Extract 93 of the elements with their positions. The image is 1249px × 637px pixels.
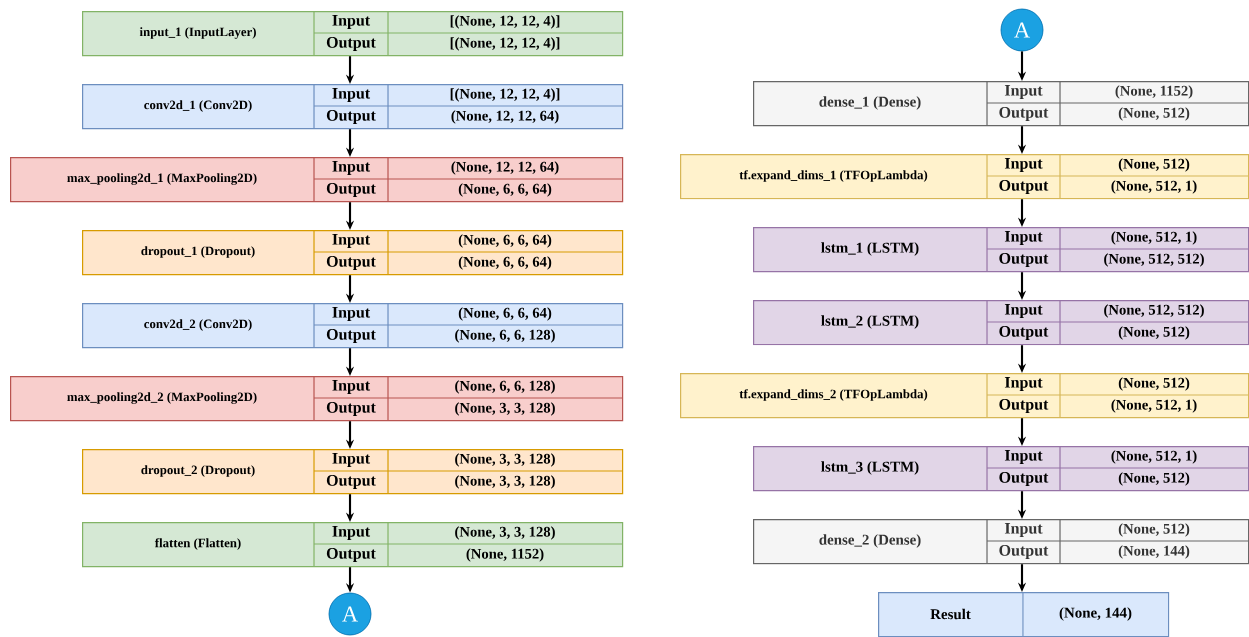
shape-value: (None, 512, 512): [1104, 253, 1204, 267]
io-label: Input: [1004, 158, 1043, 172]
result-label: Result: [930, 608, 971, 620]
io-label: Input: [332, 380, 371, 394]
layer-name: tf.expand_dims_2 (TFOpLambda): [739, 389, 928, 401]
io-label: Input: [1004, 85, 1043, 99]
layer-table: [753, 299, 1249, 346]
shape-value: (None, 3, 3, 128): [455, 526, 555, 540]
shape-value: (None, 6, 6, 64): [458, 307, 552, 321]
shape-value: [(None, 12, 12, 4)]: [450, 88, 560, 102]
shape-value: (None, 144): [1059, 607, 1132, 621]
shape-value: (None, 1152): [466, 548, 544, 562]
io-label: Input: [1004, 450, 1043, 464]
shape-value: (None, 12, 12, 64): [451, 110, 559, 124]
shape-value: (None, 6, 6, 128): [455, 329, 555, 343]
layer-table: [753, 80, 1249, 127]
io-label: Input: [1004, 231, 1043, 245]
io-label: Output: [999, 472, 1049, 486]
layer-name: input_1 (InputLayer): [139, 27, 256, 39]
io-label: Input: [332, 234, 371, 248]
shape-value: [(None, 12, 12, 4)]: [450, 37, 560, 51]
io-label: Output: [326, 475, 376, 489]
layer-table: [82, 83, 624, 130]
shape-value: (None, 512): [1118, 326, 1190, 340]
layer-name: flatten (Flatten): [154, 538, 241, 550]
io-label: Input: [332, 526, 371, 540]
io-label: Output: [999, 399, 1049, 413]
layer-name: max_pooling2d_1 (MaxPooling2D): [67, 173, 257, 185]
layer-table: [753, 445, 1249, 492]
io-label: Input: [1004, 304, 1043, 318]
shape-value: (None, 1152): [1115, 85, 1193, 99]
io-label: Input: [332, 453, 371, 467]
io-label: Output: [326, 402, 376, 416]
shape-value: (None, 6, 6, 64): [458, 183, 552, 197]
layer-table: [680, 372, 1249, 419]
shape-value: (None, 512, 1): [1111, 231, 1197, 245]
io-label: Output: [999, 107, 1049, 121]
shape-value: (None, 3, 3, 128): [455, 453, 555, 467]
layer-name: tf.expand_dims_1 (TFOpLambda): [739, 170, 928, 182]
io-label: Output: [326, 110, 376, 124]
io-label: Output: [326, 256, 376, 270]
layer-name: lstm_2 (LSTM): [821, 315, 919, 329]
io-label: Output: [326, 37, 376, 51]
layer-name: dropout_2 (Dropout): [141, 465, 255, 477]
result-table: [878, 591, 1170, 637]
io-label: Output: [326, 183, 376, 197]
shape-value: [(None, 12, 12, 4)]: [450, 15, 560, 29]
layer-table: [753, 226, 1249, 273]
layer-table: [753, 518, 1249, 565]
layer-name: dense_2 (Dense): [819, 534, 921, 548]
shape-value: (None, 512, 1): [1111, 399, 1197, 413]
io-label: Output: [999, 253, 1049, 267]
layer-name: dense_1 (Dense): [819, 96, 921, 110]
io-label: Output: [326, 548, 376, 562]
layer-name: dropout_1 (Dropout): [141, 246, 255, 258]
layer-table: [82, 448, 624, 495]
layer-table: [82, 229, 624, 276]
shape-value: (None, 3, 3, 128): [455, 402, 555, 416]
shape-value: (None, 6, 6, 128): [455, 380, 555, 394]
shape-value: (None, 512): [1118, 377, 1190, 391]
layer-table: [10, 156, 624, 203]
shape-value: (None, 512): [1118, 523, 1190, 537]
layer-name: conv2d_1 (Conv2D): [144, 100, 252, 112]
io-label: Input: [1004, 523, 1043, 537]
io-label: Output: [326, 329, 376, 343]
shape-value: (None, 512): [1118, 472, 1190, 486]
shape-value: (None, 12, 12, 64): [451, 161, 559, 175]
shape-value: (None, 512, 512): [1104, 304, 1204, 318]
shape-value: (None, 6, 6, 64): [458, 256, 552, 270]
io-label: Input: [332, 88, 371, 102]
shape-value: (None, 512): [1118, 107, 1190, 121]
shape-value: (None, 6, 6, 64): [458, 234, 552, 248]
io-label: Output: [999, 180, 1049, 194]
shape-value: (None, 512, 1): [1111, 180, 1197, 194]
layer-table: [82, 521, 624, 568]
io-label: Input: [332, 307, 371, 321]
shape-value: (None, 512, 1): [1111, 450, 1197, 464]
io-label: Input: [332, 161, 371, 175]
layer-name: conv2d_2 (Conv2D): [144, 319, 252, 331]
layer-table: [82, 10, 624, 57]
io-label: Input: [332, 15, 371, 29]
io-label: Output: [999, 326, 1049, 340]
layer-table: [680, 153, 1249, 200]
layer-table: [10, 375, 624, 422]
io-label: Output: [999, 545, 1049, 559]
shape-value: (None, 512): [1118, 158, 1190, 172]
layer-name: lstm_1 (LSTM): [821, 242, 919, 256]
shape-value: (None, 144): [1118, 545, 1190, 559]
layer-name: max_pooling2d_2 (MaxPooling2D): [67, 392, 257, 404]
io-label: Input: [1004, 377, 1043, 391]
layer-name: lstm_3 (LSTM): [821, 461, 919, 475]
shape-value: (None, 3, 3, 128): [455, 475, 555, 489]
layer-table: [82, 302, 624, 349]
